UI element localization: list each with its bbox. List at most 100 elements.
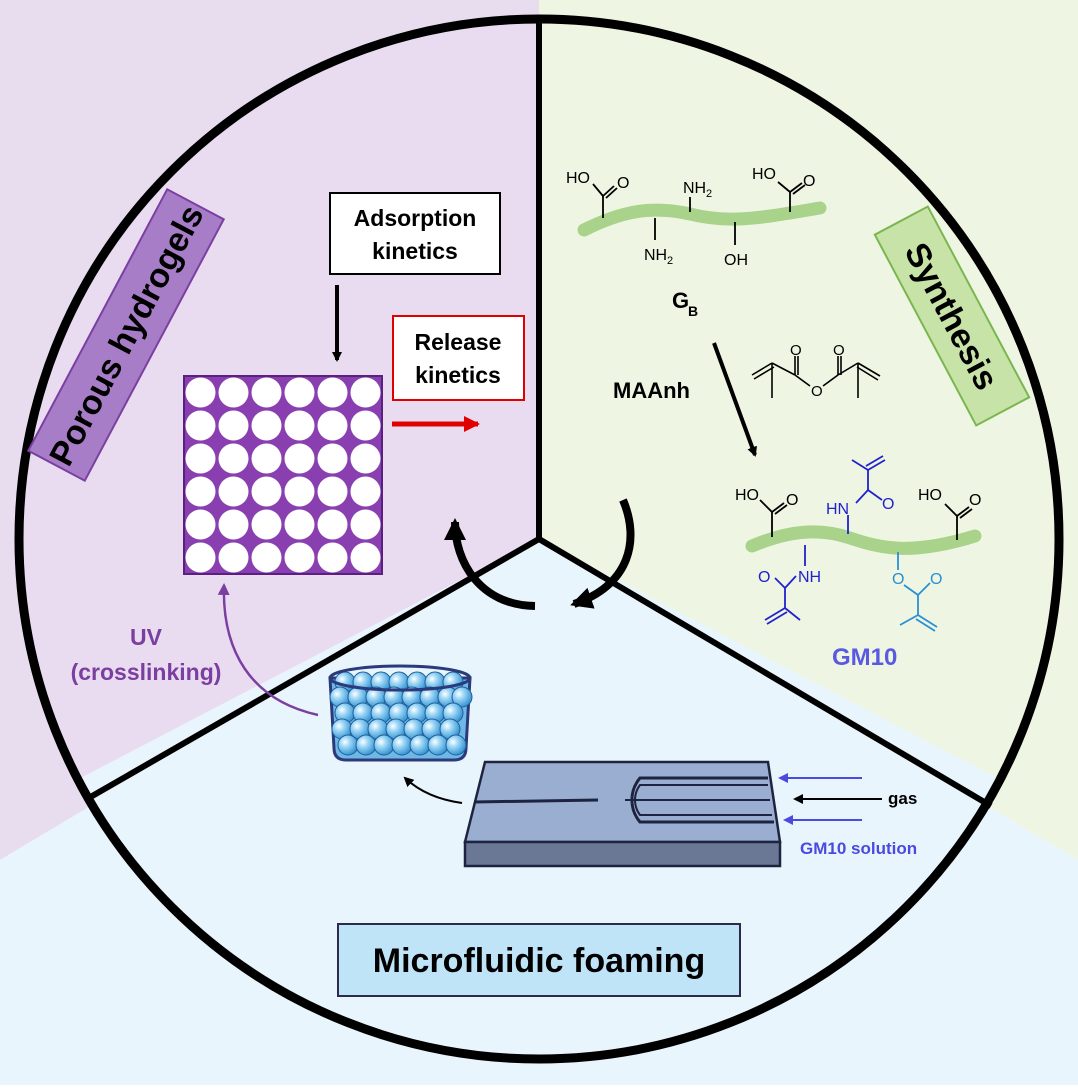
gm10-molecule: HO O HO O HN O NH O O O	[735, 455, 982, 632]
adsorption-kinetics-box: Adsorption kinetics	[329, 192, 501, 275]
pore	[317, 443, 348, 474]
svg-text:NH: NH	[644, 247, 667, 264]
pore	[284, 476, 315, 507]
microfluidic-foaming-label: Microfluidic foaming	[337, 923, 741, 997]
pore	[185, 542, 216, 573]
svg-text:HO: HO	[752, 166, 776, 183]
pore	[251, 443, 282, 474]
bubble	[451, 686, 473, 708]
pore	[251, 377, 282, 408]
pore	[284, 377, 315, 408]
svg-text:NH: NH	[683, 180, 706, 197]
svg-text:2: 2	[667, 255, 673, 267]
pore	[218, 410, 249, 441]
svg-text:B: B	[688, 303, 698, 319]
svg-text:2: 2	[706, 188, 712, 200]
maanh-structure	[751, 356, 881, 398]
pore	[317, 476, 348, 507]
gm10-label: GM10	[832, 644, 897, 671]
microfluidic-chip	[463, 760, 782, 868]
gb-backbone	[577, 201, 827, 237]
pore	[317, 509, 348, 540]
pore	[218, 377, 249, 408]
foam-bubbles	[329, 671, 473, 756]
gm10-backbone	[745, 525, 982, 555]
pore	[218, 476, 249, 507]
pore	[350, 509, 381, 540]
bubble	[409, 734, 431, 756]
pore	[350, 377, 381, 408]
pore	[251, 476, 282, 507]
foam-container	[328, 664, 473, 762]
pore	[185, 377, 216, 408]
bubble	[427, 734, 449, 756]
gm10-solution-label: GM10 solution	[800, 839, 917, 858]
maanh-o3: O	[833, 342, 845, 359]
gb-label: G B	[672, 288, 698, 319]
pore	[284, 542, 315, 573]
svg-text:Adsorption: Adsorption	[354, 205, 477, 231]
svg-text:O: O	[758, 569, 770, 586]
uv-crosslinking-label: UV (crosslinking)	[71, 624, 222, 685]
pore	[284, 410, 315, 441]
gas-label: gas	[888, 789, 917, 808]
synthesis-sector	[539, 19, 1059, 900]
svg-text:NH: NH	[798, 569, 821, 586]
pore	[251, 410, 282, 441]
pore	[218, 542, 249, 573]
pore	[350, 476, 381, 507]
svg-text:O: O	[930, 571, 942, 588]
svg-text:G: G	[672, 288, 689, 313]
synthesis-arrow	[712, 342, 757, 457]
pore	[317, 542, 348, 573]
pore	[350, 542, 381, 573]
pore	[317, 377, 348, 408]
pore	[251, 509, 282, 540]
release-kinetics-box: Release kinetics	[392, 315, 525, 401]
svg-text:Microfluidic foaming: Microfluidic foaming	[373, 942, 705, 980]
pore	[284, 443, 315, 474]
svg-text:HO: HO	[735, 487, 759, 504]
pore	[185, 443, 216, 474]
pore	[218, 509, 249, 540]
chip-to-foam-arrow	[403, 776, 463, 804]
maanh-o1: O	[790, 342, 802, 359]
maanh-label: MAAnh	[613, 378, 690, 403]
svg-text:kinetics: kinetics	[372, 238, 458, 264]
divider-left	[85, 536, 541, 802]
pore	[185, 509, 216, 540]
svg-text:O: O	[803, 173, 815, 190]
uv-arrow	[217, 583, 319, 717]
svg-text:OH: OH	[724, 252, 748, 269]
porous-hydrogel-grid	[183, 375, 383, 575]
svg-text:O: O	[892, 571, 904, 588]
bubble	[391, 734, 413, 756]
pore	[350, 410, 381, 441]
svg-text:(crosslinking): (crosslinking)	[71, 659, 222, 685]
bubble	[337, 734, 359, 756]
svg-text:UV: UV	[130, 624, 163, 650]
cycle-arrow-synthesis-to-foaming	[570, 498, 635, 609]
maanh-o2: O	[811, 383, 823, 400]
bubble	[373, 734, 395, 756]
svg-text:HO: HO	[566, 170, 590, 187]
svg-text:O: O	[969, 492, 981, 509]
pore	[251, 542, 282, 573]
hydrogel-matrix	[183, 375, 383, 575]
pore	[350, 443, 381, 474]
svg-text:kinetics: kinetics	[415, 362, 501, 388]
cycle-arrow-foaming-to-porous	[444, 518, 536, 610]
svg-text:HO: HO	[918, 487, 942, 504]
svg-text:Release: Release	[415, 329, 502, 355]
svg-text:O: O	[882, 496, 894, 513]
pore	[185, 410, 216, 441]
bubble	[445, 734, 467, 756]
bubble	[355, 734, 377, 756]
pore	[284, 509, 315, 540]
svg-text:O: O	[617, 175, 629, 192]
svg-text:HN: HN	[826, 501, 849, 518]
svg-text:O: O	[786, 492, 798, 509]
